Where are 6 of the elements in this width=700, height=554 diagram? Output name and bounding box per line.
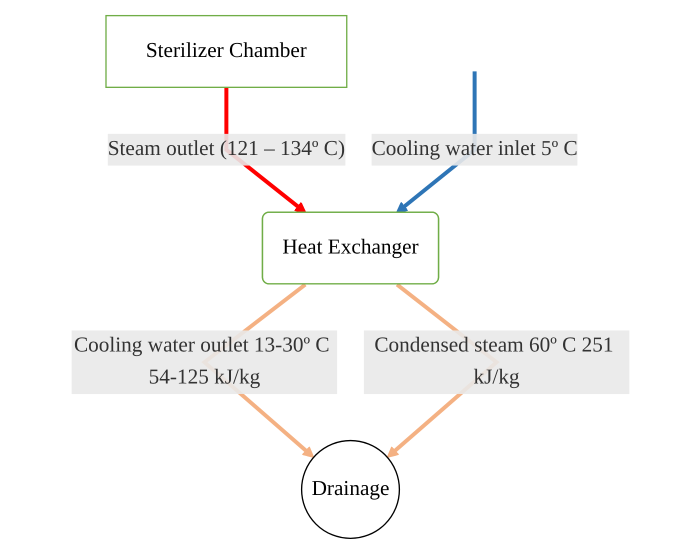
edge-label: Steam outlet (121 – 134º C) bbox=[107, 138, 345, 160]
node-box: Sterilizer Chamber bbox=[104, 14, 347, 88]
node-circle: Drainage bbox=[300, 440, 400, 540]
edge-label: Condensed steam 60º C 251 kJ/kg bbox=[374, 334, 613, 389]
edge-label: Cooling water inlet 5º C bbox=[371, 138, 578, 160]
edge-label: Cooling water outlet 13-30º C 54-125 kJ/kg bbox=[73, 334, 330, 389]
